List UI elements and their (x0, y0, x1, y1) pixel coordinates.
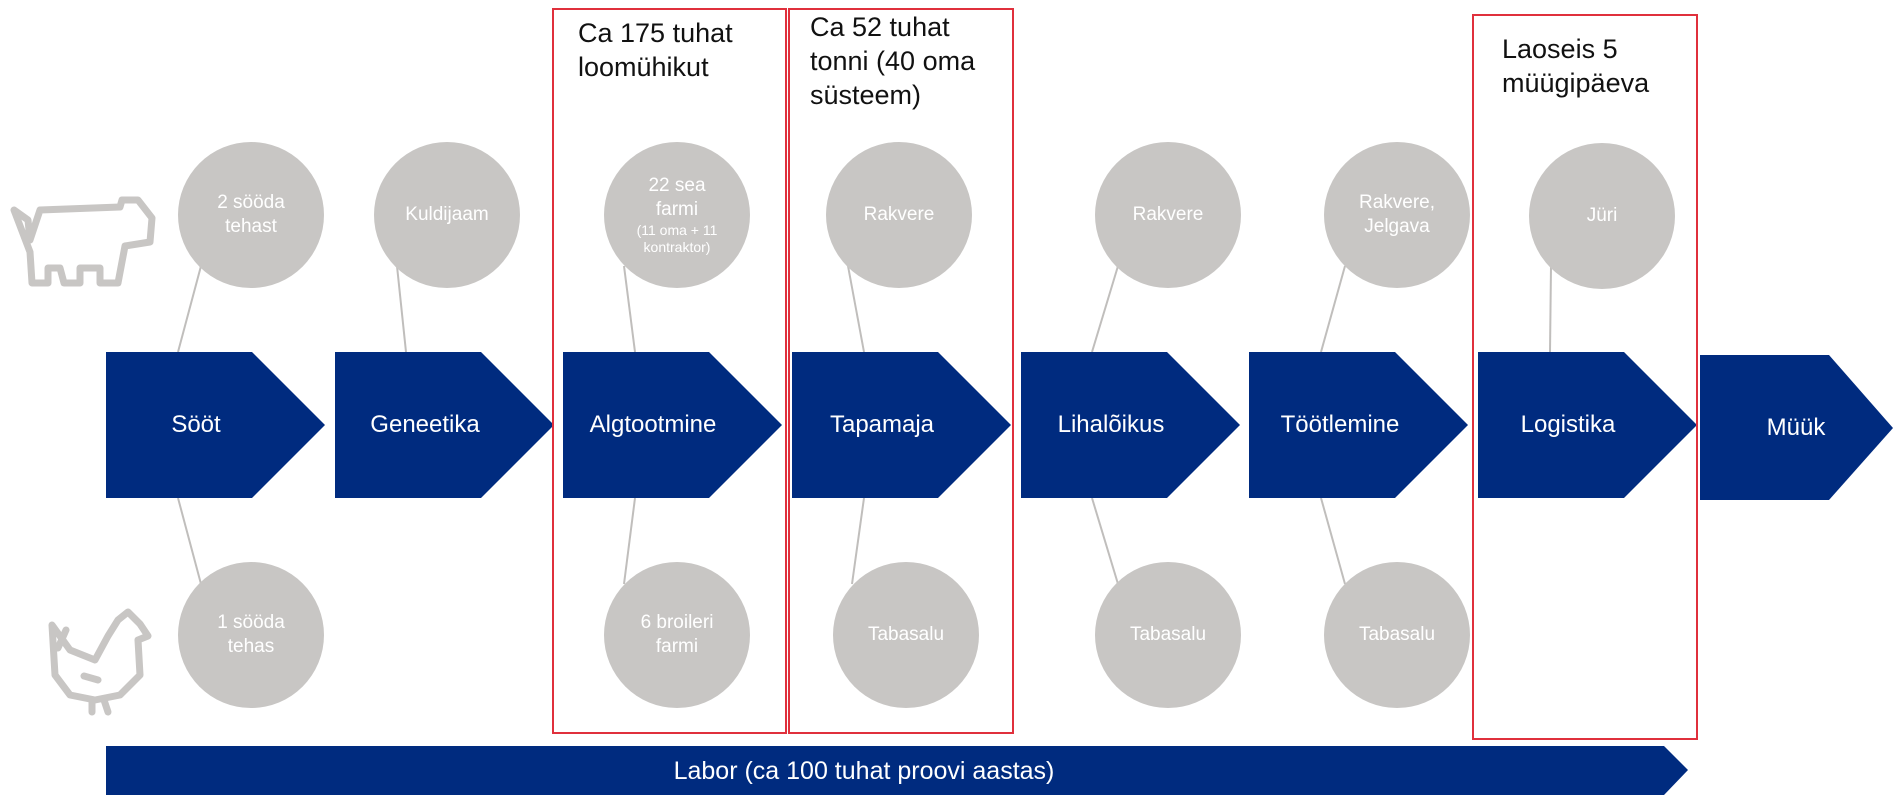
circle-sub-text: (11 oma + 11 kontraktor) (636, 222, 718, 255)
circle-main-text: Jüri (1586, 205, 1618, 226)
connector-line (396, 265, 407, 353)
chevron-step (1021, 352, 1240, 498)
circle-main-text: 2 sööda tehast (217, 192, 285, 237)
chevron-step (1700, 355, 1893, 500)
chevron-label: Logistika (1520, 411, 1616, 438)
circle-main-text: Rakvere (863, 204, 935, 225)
location-circle (604, 142, 750, 288)
connector-line (1091, 265, 1119, 353)
circle-label: Rakvere (1098, 203, 1238, 227)
location-circle (1095, 562, 1241, 708)
value-chain-chevrons (106, 352, 1893, 500)
bottom-location-circles (178, 562, 1470, 708)
highlight-boxes (552, 8, 1698, 740)
circle-main-text: Tabasalu (1129, 624, 1207, 645)
circle-label: Kuldijaam (377, 203, 517, 227)
pig-icon (10, 196, 156, 287)
location-circle (178, 142, 324, 288)
chevron-step (1249, 352, 1468, 498)
circle-main-text: Tabasalu (867, 624, 945, 645)
location-circle (1324, 142, 1470, 288)
connector-line (623, 497, 636, 585)
top-location-circles (178, 142, 1675, 289)
circle-label: Rakvere, Jelgava (1327, 191, 1467, 239)
chevron-step (563, 352, 782, 498)
circle-label: Tabasalu (1327, 623, 1467, 647)
circle-label: Tabasalu (1098, 623, 1238, 647)
location-circle (826, 142, 972, 288)
circle-main-text: Rakvere (1132, 204, 1204, 225)
circle-label: Tabasalu (836, 623, 976, 647)
chevron-label: Töötlemine (1280, 411, 1400, 438)
circle-main-text: 1 sööda tehas (217, 612, 285, 657)
circle-main-text: Rakvere, Jelgava (1358, 192, 1436, 237)
location-circle (1095, 142, 1241, 288)
connector-line (177, 497, 202, 585)
labor-label: Labor (ca 100 tuhat proovi aastas) (673, 756, 1055, 785)
highlight-box (788, 8, 1014, 734)
location-circle (833, 562, 979, 708)
connector-line (1091, 497, 1119, 585)
highlight-note: Ca 52 tuhat tonni (40 oma süsteem) (810, 12, 976, 110)
connector-line (847, 265, 865, 353)
circle-main-text: 6 broileri farmi (640, 612, 714, 657)
location-circle (178, 562, 324, 708)
circle-main-text: Tabasalu (1358, 624, 1436, 645)
circle-label: 1 sööda tehas (181, 611, 321, 659)
connector-line (1320, 497, 1346, 585)
connector-line (177, 265, 202, 353)
connector-line (623, 265, 636, 353)
chevron-step (335, 352, 554, 498)
location-circle (604, 562, 750, 708)
chevron-step (106, 352, 325, 498)
chevron-label: Algtootmine (589, 411, 717, 438)
connector-line (851, 497, 865, 585)
circle-label: 6 broileri farmi (607, 611, 747, 659)
chevron-step (1478, 352, 1697, 498)
chevron-label: Tapamaja (829, 411, 935, 438)
highlight-box (552, 8, 787, 734)
location-circle (1529, 143, 1675, 289)
chevron-label: Lihalõikus (1057, 411, 1165, 438)
connector-line (1320, 265, 1346, 353)
connector-lines (177, 265, 1552, 585)
circle-main-text: 22 sea farmi (648, 175, 706, 220)
highlight-note: Laoseis 5 müügipäeva (1502, 34, 1650, 98)
connector-line (1549, 265, 1552, 353)
circle-main-text: Kuldijaam (405, 204, 489, 225)
circle-label: Jüri (1532, 204, 1672, 228)
highlight-note: Ca 175 tuhat loomühikut (578, 18, 733, 82)
chevron-label: Sööt (171, 411, 221, 438)
location-circle (1324, 562, 1470, 708)
location-circle (374, 142, 520, 288)
chevron-step (792, 352, 1011, 498)
chevron-label: Geneetika (370, 411, 480, 438)
chevron-label: Müük (1766, 414, 1826, 441)
circle-label: Rakvere (829, 203, 969, 227)
chicken-icon (48, 608, 152, 716)
circle-label: 2 sööda tehast (181, 191, 321, 239)
labor-arrow (106, 746, 1688, 795)
highlight-box (1472, 14, 1698, 740)
circle-label: 22 sea farmi(11 oma + 11 kontraktor) (607, 174, 747, 256)
